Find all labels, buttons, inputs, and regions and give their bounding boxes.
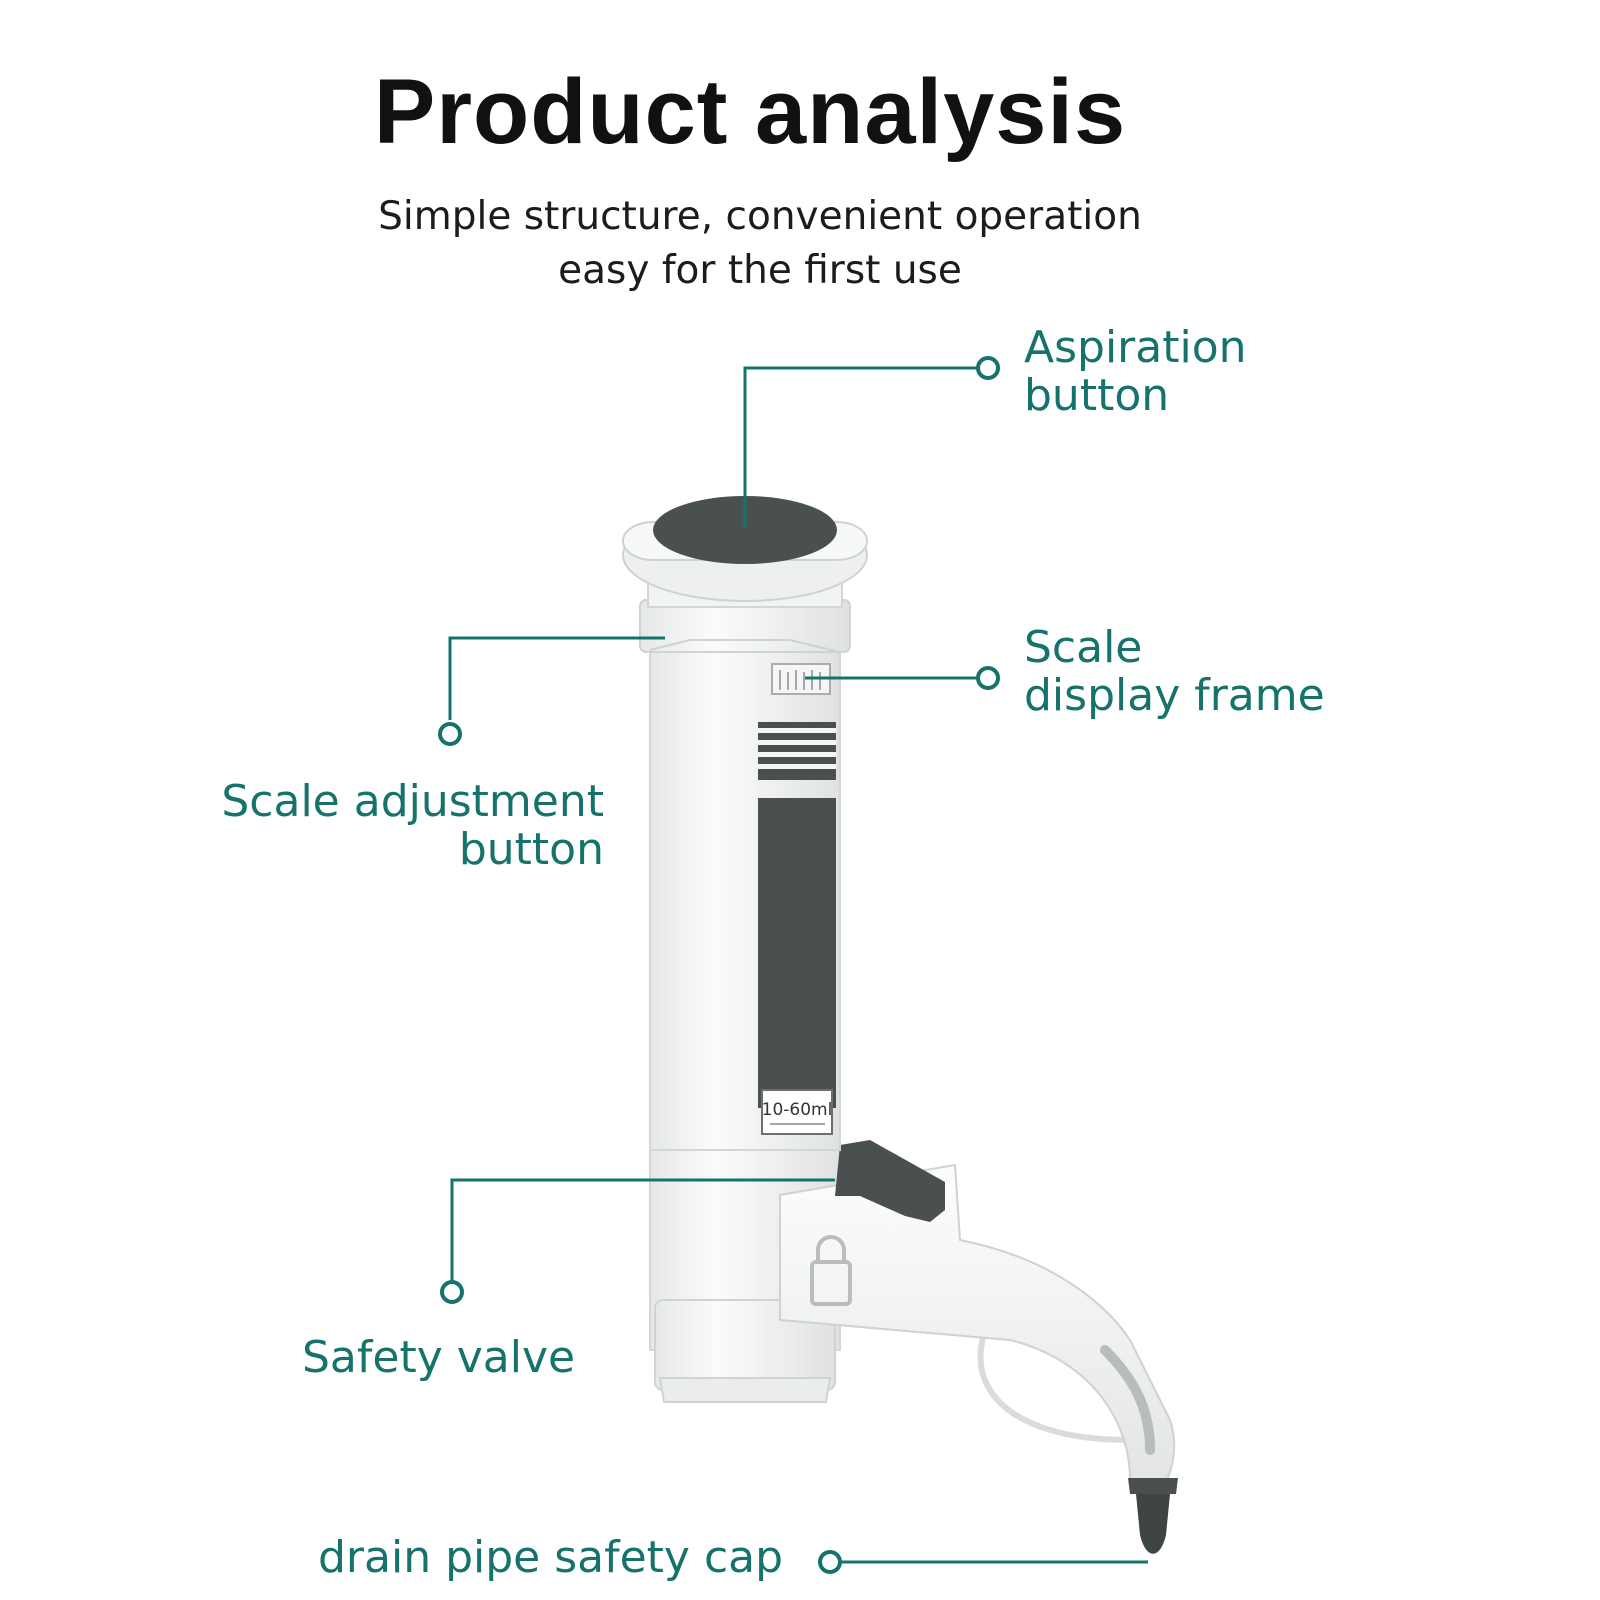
drain-cap-dot	[818, 1550, 842, 1574]
dark-panel	[758, 798, 836, 1108]
capacity-label-box	[761, 1089, 833, 1135]
drain-cap	[1128, 1478, 1178, 1554]
tubing	[977, 1318, 1131, 1443]
spout-arm	[779, 1163, 1176, 1492]
label-safety-valve: Safety valve	[302, 1332, 576, 1383]
label-drain-pipe-safety-cap: drain pipe safety cap	[318, 1532, 784, 1583]
scale-display-dot	[976, 666, 1000, 690]
subtitle-line-1: Simple structure, convenient operation	[378, 194, 1142, 239]
lock-icon	[810, 1235, 852, 1306]
spout-slot	[1100, 1345, 1155, 1455]
safety-valve-leader	[450, 1178, 835, 1282]
scale-adjustment-leader	[448, 636, 665, 720]
grille-stripes	[758, 722, 836, 780]
aspiration-dot	[976, 356, 1000, 380]
page-title: Product analysis	[373, 61, 1127, 163]
label-aspiration-button: Aspiration button	[1024, 322, 1247, 421]
base-bottom	[658, 1377, 832, 1403]
scale-adjustment-dot	[438, 722, 462, 746]
label-scale-adjustment-button: Scale adjustment button	[221, 776, 604, 875]
label-scale-display-frame: Scale display frame	[1024, 622, 1325, 721]
safety-valve-dot	[440, 1280, 464, 1304]
capacity-label: 10-60ml	[762, 1100, 833, 1120]
safety-valve-lever	[835, 1140, 945, 1222]
subtitle-line-2: easy for the first use	[558, 248, 962, 293]
aspiration-button-top	[653, 496, 837, 564]
aspiration-leader	[743, 366, 978, 528]
